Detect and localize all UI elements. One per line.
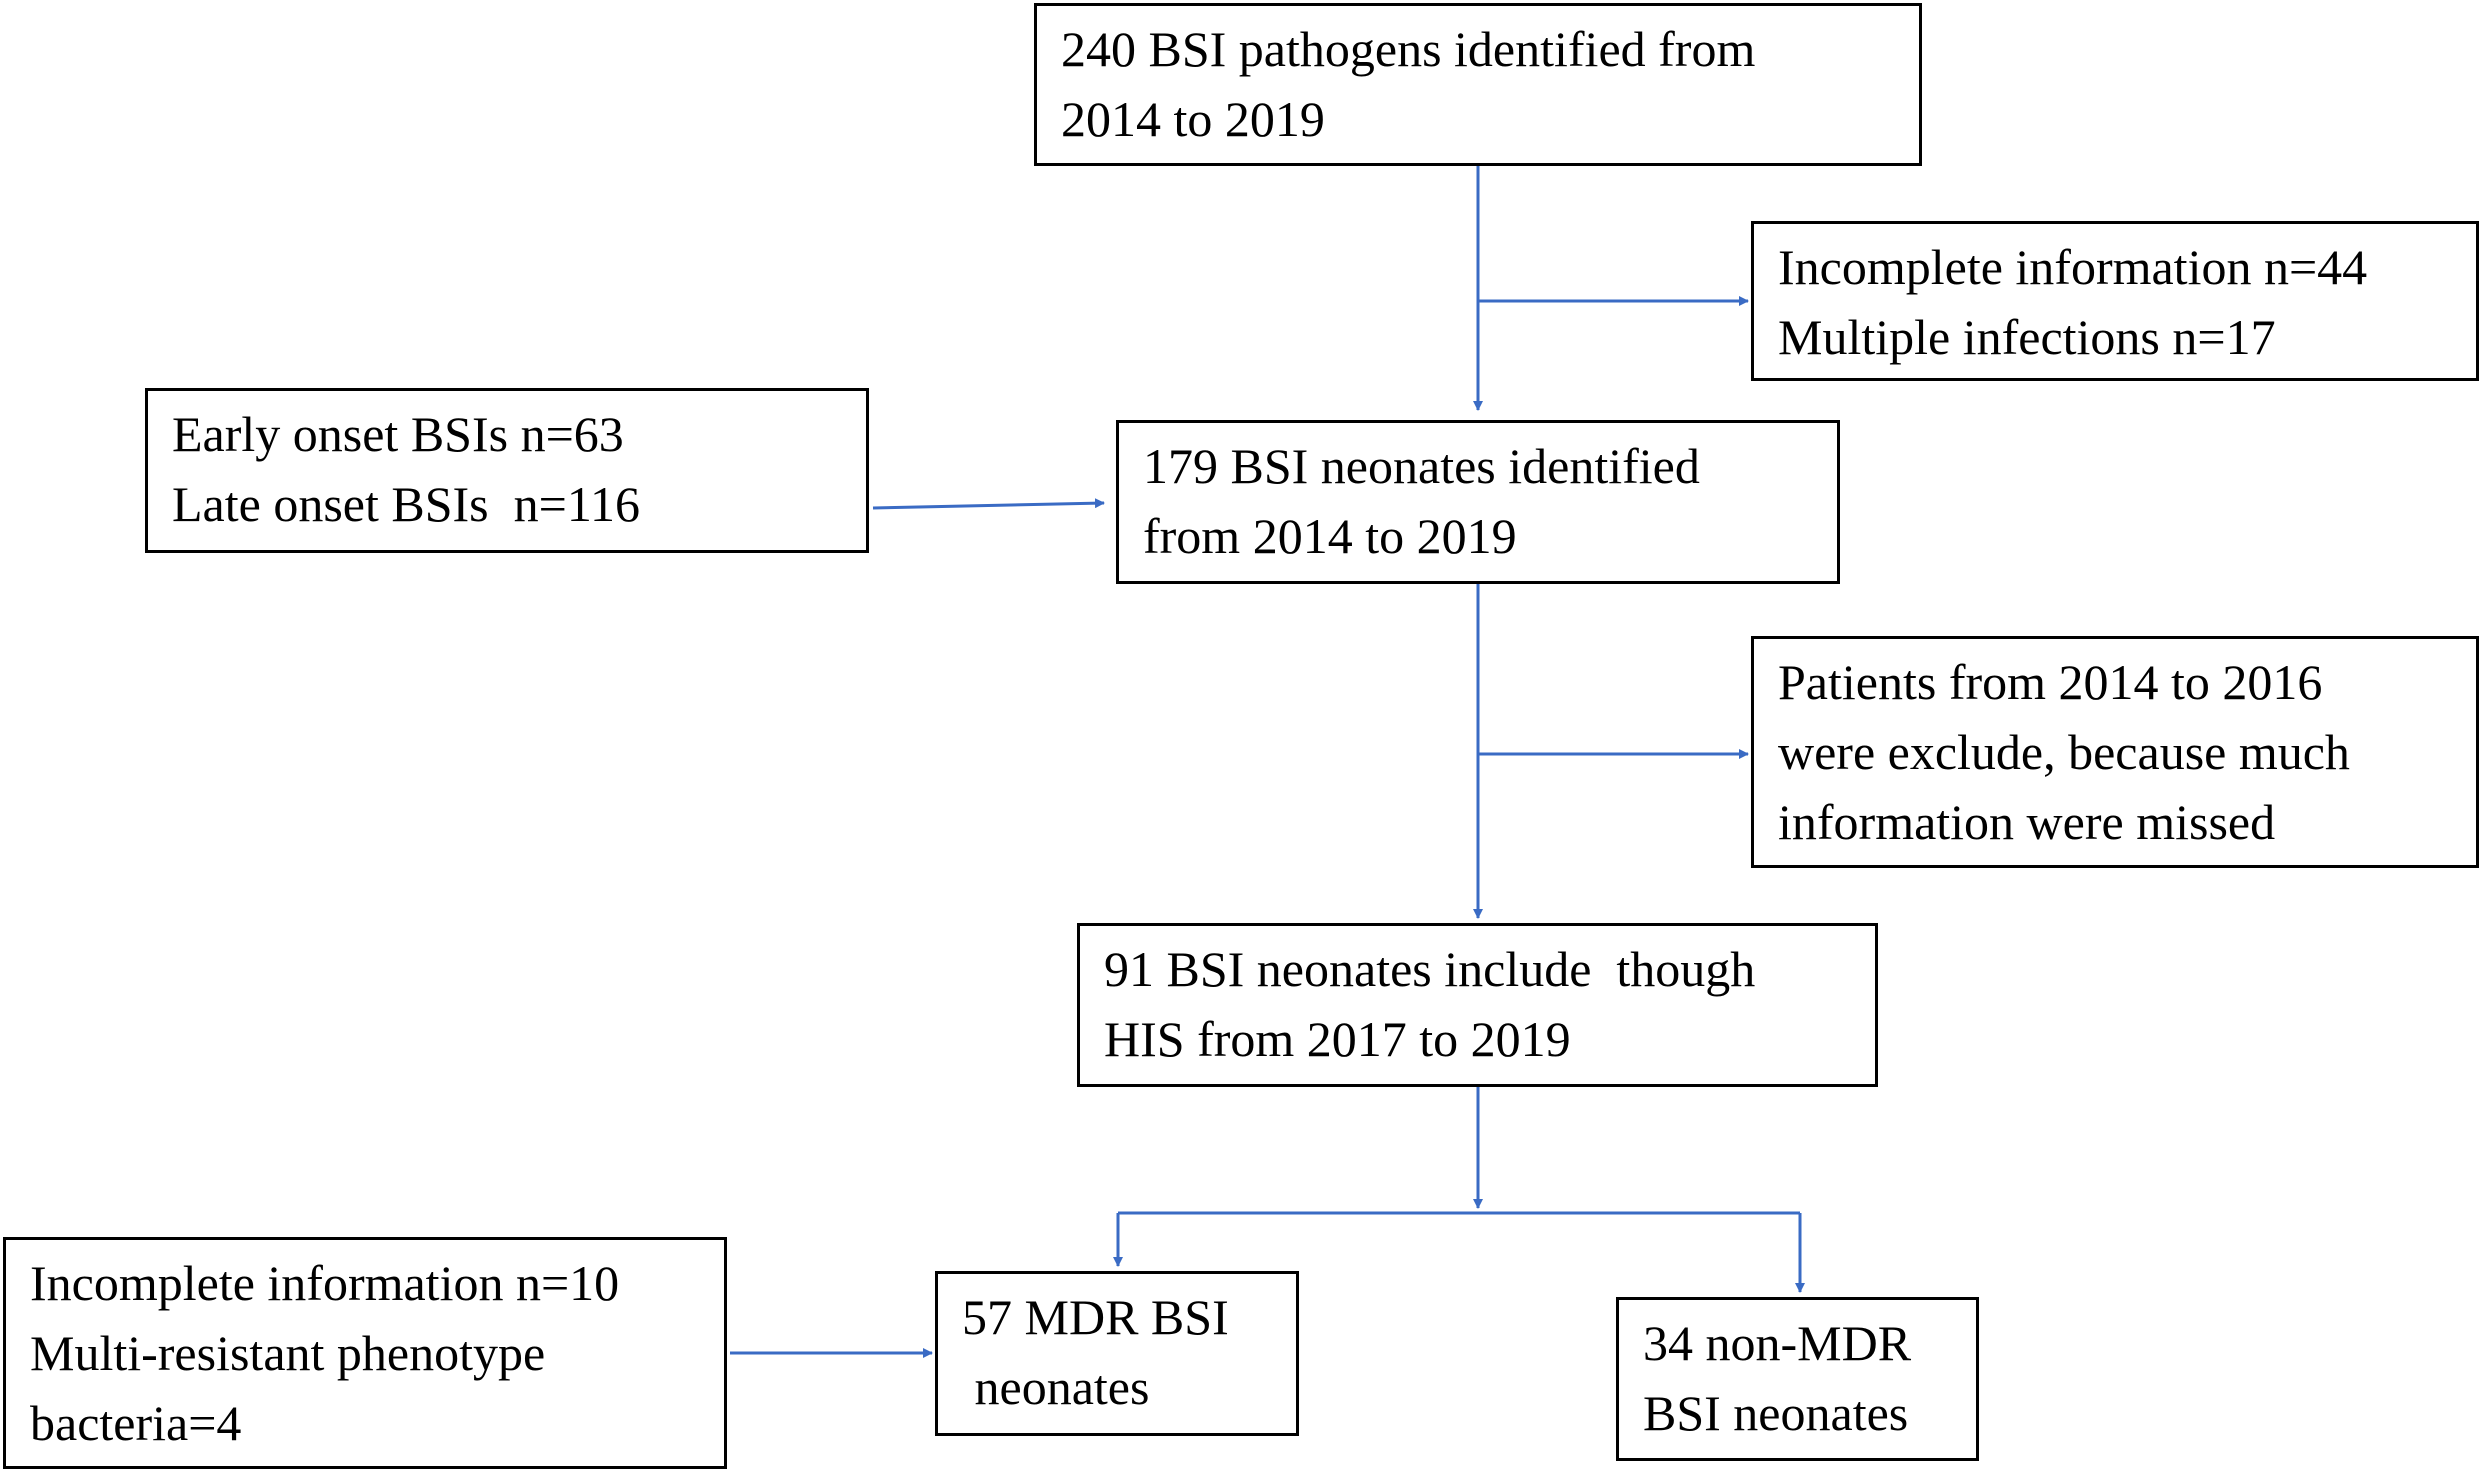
box-excluded-3-line-2: Multi-resistant phenotype [30,1325,546,1381]
arrow-onset-to-neonates [872,498,1105,510]
box-non-mdr-line-1: 34 non-MDR [1643,1315,1912,1371]
box-pathogens-line-2: 2014 to 2019 [1061,91,1325,147]
box-pathogens: 240 BSI pathogens identified from 2014 t… [1034,3,1922,166]
box-mdr: 57 MDR BSI neonates [935,1271,1299,1436]
box-neonates-line-1: 179 BSI neonates identified [1143,438,1700,494]
box-excluded-1-line-1: Incomplete information n=44 [1778,239,2368,295]
box-excluded-mdr: Incomplete information n=10 Multi-resist… [3,1237,727,1469]
box-included-line-2: HIS from 2017 to 2019 [1104,1011,1571,1067]
box-excluded-incomplete-multiple: Incomplete information n=44 Multiple inf… [1751,221,2479,381]
box-excluded-3-line-3: bacteria=4 [30,1395,242,1451]
box-non-mdr-line-2: BSI neonates [1643,1385,1909,1441]
box-included-line-1: 91 BSI neonates include though [1104,941,1756,997]
box-onset-line-2: Late onset BSIs n=116 [172,476,640,532]
box-mdr-line-2: neonates [962,1359,1150,1415]
box-neonates-line-2: from 2014 to 2019 [1143,508,1517,564]
box-onset: Early onset BSIs n=63 Late onset BSIs n=… [145,388,869,553]
box-excluded-2014-2016: Patients from 2014 to 2016 were exclude,… [1751,636,2479,868]
box-mdr-line-1: 57 MDR BSI [962,1289,1229,1345]
box-neonates-identified: 179 BSI neonates identified from 2014 to… [1116,420,1840,584]
box-excluded-1-line-2: Multiple infections n=17 [1778,309,2276,365]
box-included: 91 BSI neonates include though HIS from … [1077,923,1878,1087]
box-excluded-2-line-1: Patients from 2014 to 2016 [1778,654,2323,710]
box-excluded-3-line-1: Incomplete information n=10 [30,1255,620,1311]
box-pathogens-line-1: 240 BSI pathogens identified from [1061,21,1756,77]
box-onset-line-1: Early onset BSIs n=63 [172,406,624,462]
box-excluded-2-line-2: were exclude, because much [1778,724,2350,780]
box-excluded-2-line-3: information were missed [1778,794,2276,850]
box-non-mdr: 34 non-MDR BSI neonates [1616,1297,1979,1461]
